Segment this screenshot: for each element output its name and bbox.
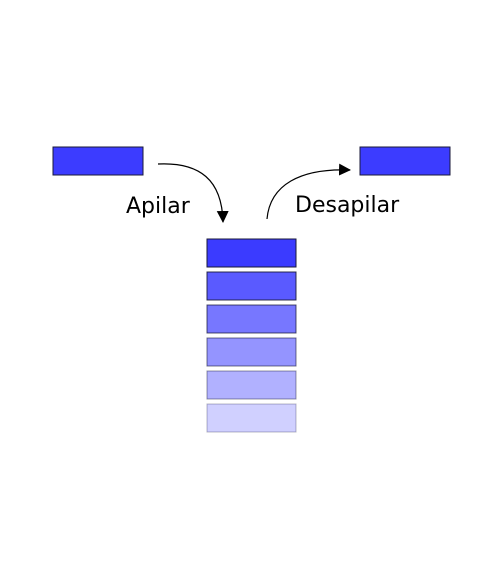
push-arrow bbox=[157, 163, 229, 223]
stack-block-3 bbox=[206, 304, 297, 334]
stack-block-5 bbox=[206, 370, 297, 400]
pop-block bbox=[359, 146, 451, 176]
stack-block-4 bbox=[206, 337, 297, 367]
stack bbox=[206, 238, 297, 433]
pop-arrow bbox=[266, 163, 351, 220]
push-label: Apilar bbox=[126, 194, 191, 219]
stack-block-6 bbox=[206, 403, 297, 433]
stack-block-1 bbox=[206, 238, 297, 268]
push-block bbox=[52, 146, 144, 176]
stack-block-2 bbox=[206, 271, 297, 301]
pop-label: Desapilar bbox=[295, 193, 400, 218]
